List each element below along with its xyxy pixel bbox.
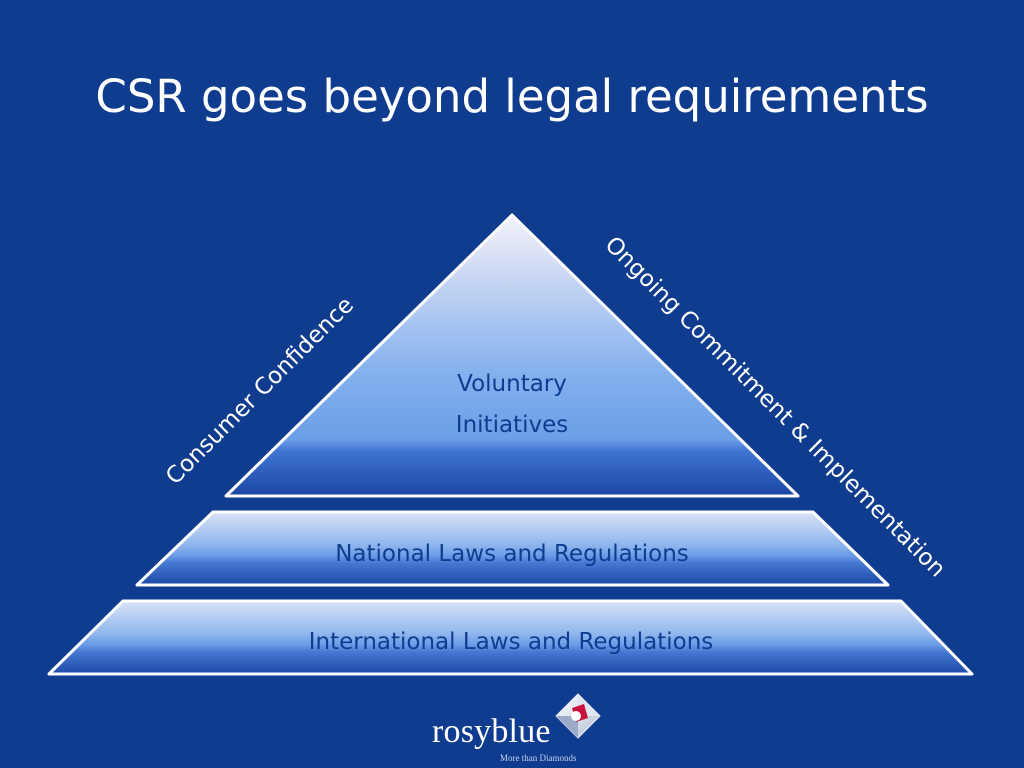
slide-title: CSR goes beyond legal requirements [95,70,929,123]
pyramid-top-triangle [224,213,800,498]
rosyblue-logo: rosyblue More than Diamonds [424,688,614,768]
national-laws-label: National Laws and Regulations [335,541,689,567]
pyramid-bottom-band [47,599,974,676]
initiatives-label: Initiatives [456,412,568,438]
voluntary-label: Voluntary [457,371,567,397]
logo-wordmark: rosyblue [432,713,551,750]
pyramid-middle-band [135,510,890,587]
logo-tagline: More than Diamonds [500,753,577,763]
diamond-logo-icon [555,693,601,739]
international-laws-label: International Laws and Regulations [309,629,714,655]
